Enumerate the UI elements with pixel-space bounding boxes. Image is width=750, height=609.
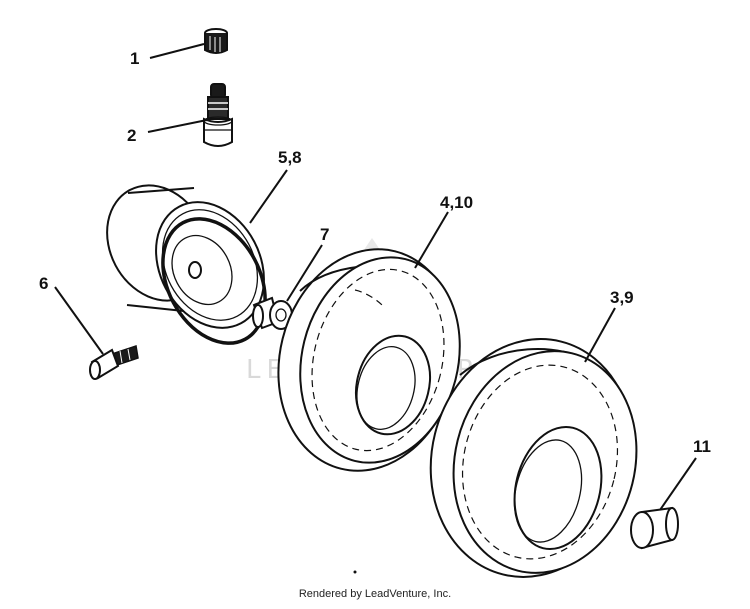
o-ring-part bbox=[161, 217, 267, 345]
leader-line-1 bbox=[149, 43, 205, 59]
leader-line-11 bbox=[659, 457, 697, 511]
footer-credit: Rendered by LeadVenture, Inc. bbox=[298, 588, 452, 600]
bolt-part bbox=[89, 345, 139, 380]
leader-line-2 bbox=[147, 119, 208, 133]
hub-cap-part bbox=[630, 506, 679, 550]
callout-2[interactable]: 2 bbox=[127, 126, 136, 145]
callout-11[interactable]: 11 bbox=[693, 437, 711, 456]
valve-cap-part bbox=[204, 28, 228, 54]
leader-line-7 bbox=[286, 244, 323, 302]
callout-1[interactable]: 1 bbox=[130, 49, 139, 68]
front-tire-part bbox=[277, 248, 461, 472]
leader-line-5-8 bbox=[249, 169, 288, 224]
callout-5-8[interactable]: 5,8 bbox=[278, 148, 302, 167]
bushing-part bbox=[252, 296, 293, 330]
stray-mark bbox=[353, 570, 357, 574]
callout-7[interactable]: 7 bbox=[320, 225, 329, 244]
leader-line-6 bbox=[54, 286, 104, 355]
callout-4-10[interactable]: 4,10 bbox=[440, 193, 473, 212]
leader-line-3-9 bbox=[584, 307, 616, 363]
rear-tire-part bbox=[429, 338, 638, 578]
callout-3-9[interactable]: 3,9 bbox=[610, 288, 634, 307]
valve-stem-part bbox=[203, 83, 233, 147]
leader-line-4-10 bbox=[414, 211, 449, 269]
callout-6[interactable]: 6 bbox=[39, 274, 48, 293]
